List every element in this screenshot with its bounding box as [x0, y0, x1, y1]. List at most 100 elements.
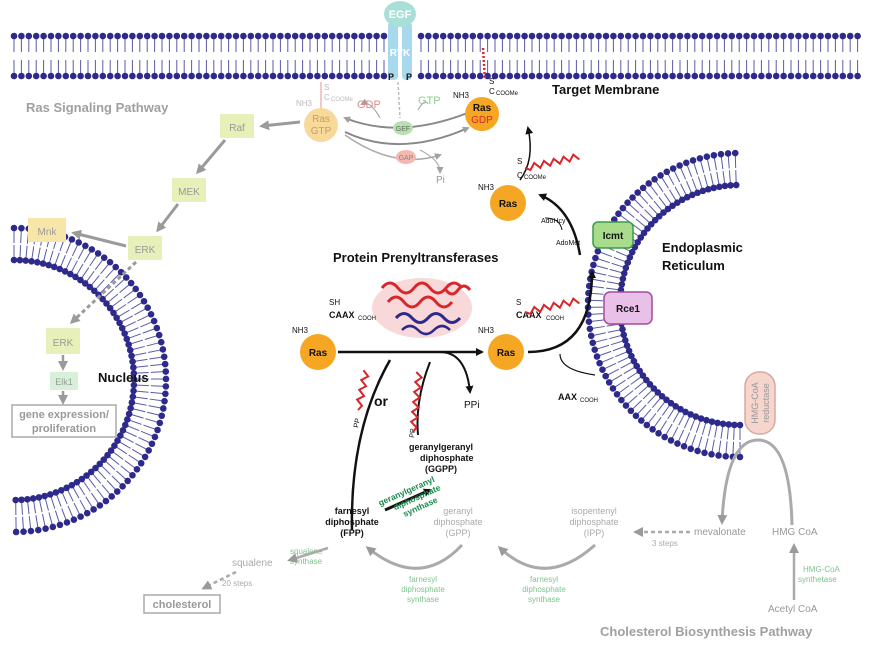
er-label-line2: Reticulum: [662, 258, 725, 273]
hmg-coa-label: HMG CoA: [772, 527, 818, 538]
elk1-box: [50, 372, 78, 390]
svg-text:S: S: [517, 157, 522, 166]
svg-text:SH: SH: [329, 298, 340, 307]
prenylation-arrows: [338, 270, 596, 531]
svg-text:diphosphate: diphosphate: [325, 517, 379, 527]
mevalonate-label: mevalonate: [694, 527, 746, 538]
ras-pathway-title: Ras Signaling Pathway: [26, 100, 169, 115]
hmgcoa-reductase: [744, 371, 776, 435]
svg-text:NH3: NH3: [478, 183, 495, 192]
aax-label: AAX: [558, 392, 577, 402]
rce1-enzyme: [603, 291, 653, 325]
svg-text:ERK: ERK: [135, 245, 156, 256]
isoprenoid-chains: [355, 153, 581, 433]
svg-text:farnesyl: farnesyl: [530, 575, 558, 584]
svg-text:S: S: [489, 77, 494, 86]
svg-text:Raf: Raf: [229, 123, 245, 134]
svg-text:NH3: NH3: [453, 91, 470, 100]
svg-text:COOMe: COOMe: [496, 91, 519, 97]
svg-text:diphosphate: diphosphate: [420, 453, 474, 463]
cholesterol-arrows: [201, 438, 799, 600]
lipid-membranes: [10, 32, 861, 536]
svg-text:diphosphate: diphosphate: [522, 585, 566, 594]
svg-text:farnesyl: farnesyl: [335, 506, 370, 516]
svg-text:ERK: ERK: [53, 338, 74, 349]
phospho-label: P: [388, 72, 394, 82]
svg-text:Ras: Ras: [473, 103, 492, 114]
er-enzymes: Icmt Rce1 HMG-CoA reductase: [592, 221, 776, 435]
svg-text:synthetase: synthetase: [798, 575, 837, 584]
svg-text:gene expression/: gene expression/: [19, 409, 109, 421]
svg-text:COOH: COOH: [358, 316, 376, 322]
raf-box: [220, 114, 254, 138]
svg-text:COOH: COOH: [580, 398, 598, 404]
isoprenoid-labels: geranylgeranyl diphosphate (GGPP) farnes…: [143, 442, 841, 615]
mapk-cascade: Raf MEK ERK Mnk ERK Elk1 gene expression…: [11, 114, 301, 438]
svg-text:geranylgeranyl: geranylgeranyl: [409, 442, 473, 452]
gtp-label: GTP: [418, 95, 441, 107]
svg-text:synthase: synthase: [290, 557, 323, 566]
svg-text:cholesterol: cholesterol: [153, 599, 212, 611]
svg-text:(GPP): (GPP): [445, 528, 470, 538]
svg-text:Ras: Ras: [497, 348, 516, 359]
svg-text:Elk1: Elk1: [55, 377, 73, 387]
cholesterol-pathway-title: Cholesterol Biosynthesis Pathway: [600, 624, 813, 639]
svg-text:NH3: NH3: [478, 326, 495, 335]
svg-text:geranyl: geranyl: [443, 506, 473, 516]
svg-text:AdoHcy: AdoHcy: [541, 218, 566, 225]
svg-text:Icmt: Icmt: [603, 231, 624, 242]
target-membrane-label: Target Membrane: [552, 82, 659, 97]
svg-text:COOMe: COOMe: [524, 175, 547, 181]
svg-text:COOMe: COOMe: [331, 97, 354, 103]
svg-text:Ras: Ras: [312, 114, 330, 125]
rtk-receptor: EGF RTK P P: [384, 1, 416, 82]
egf-ligand: [384, 1, 416, 27]
svg-text:synthase: synthase: [407, 595, 440, 604]
svg-text:Rce1: Rce1: [616, 304, 640, 315]
svg-text:AdoMet: AdoMet: [556, 240, 580, 247]
cholesterol-box: [143, 594, 221, 614]
mnk-box: [28, 218, 66, 242]
gene-expression-box: [11, 404, 117, 438]
svg-text:C: C: [489, 87, 495, 96]
svg-text:(GGPP): (GGPP): [425, 464, 457, 474]
pp-label: PP: [353, 418, 362, 429]
gdp-label: GDP: [357, 99, 381, 111]
squalene-label: squalene: [232, 558, 273, 569]
icmt-enzyme: [592, 221, 634, 249]
svg-text:S: S: [324, 83, 329, 92]
svg-text:diphosphate: diphosphate: [569, 517, 618, 527]
svg-text:GDP: GDP: [471, 115, 493, 126]
svg-text:S: S: [516, 298, 521, 307]
pp-label: PP: [409, 428, 417, 438]
svg-text:synthase: synthase: [528, 595, 561, 604]
ras-unprenylated: SH CAAX COOH NH3 Ras: [292, 298, 376, 370]
pi-label: Pi: [436, 175, 445, 186]
erk-nuclear-box: [46, 328, 80, 354]
svg-text:diphosphate: diphosphate: [433, 517, 482, 527]
or-label: or: [374, 393, 389, 409]
svg-text:HMG-CoA: HMG-CoA: [750, 382, 760, 424]
svg-text:Ras: Ras: [309, 348, 328, 359]
svg-text:3 steps: 3 steps: [652, 539, 678, 548]
acetyl-coa-label: Acetyl CoA: [768, 604, 818, 615]
svg-text:HMG-CoA: HMG-CoA: [803, 565, 841, 574]
svg-text:farnesyl: farnesyl: [409, 575, 437, 584]
svg-text:Mnk: Mnk: [38, 227, 58, 238]
svg-text:MEK: MEK: [178, 187, 200, 198]
svg-text:C: C: [324, 93, 330, 102]
egf-label: EGF: [389, 9, 412, 21]
svg-text:Ras: Ras: [499, 199, 518, 210]
phospho-label: P: [406, 72, 412, 82]
svg-text:COOH: COOH: [546, 316, 564, 322]
svg-text:diphosphate: diphosphate: [401, 585, 445, 594]
mek-box: [172, 178, 206, 202]
svg-text:isopentenyl: isopentenyl: [571, 506, 617, 516]
er-label-line1: Endoplasmic: [662, 240, 743, 255]
ras-methylated: S C COOMe NH3 Ras AdoHcy AdoMet: [478, 126, 582, 256]
ras-gdp: [465, 97, 499, 131]
prenyltransferases-title: Protein Prenyltransferases: [333, 250, 498, 265]
svg-text:NH3: NH3: [296, 99, 313, 108]
svg-text:reductase: reductase: [761, 383, 771, 423]
